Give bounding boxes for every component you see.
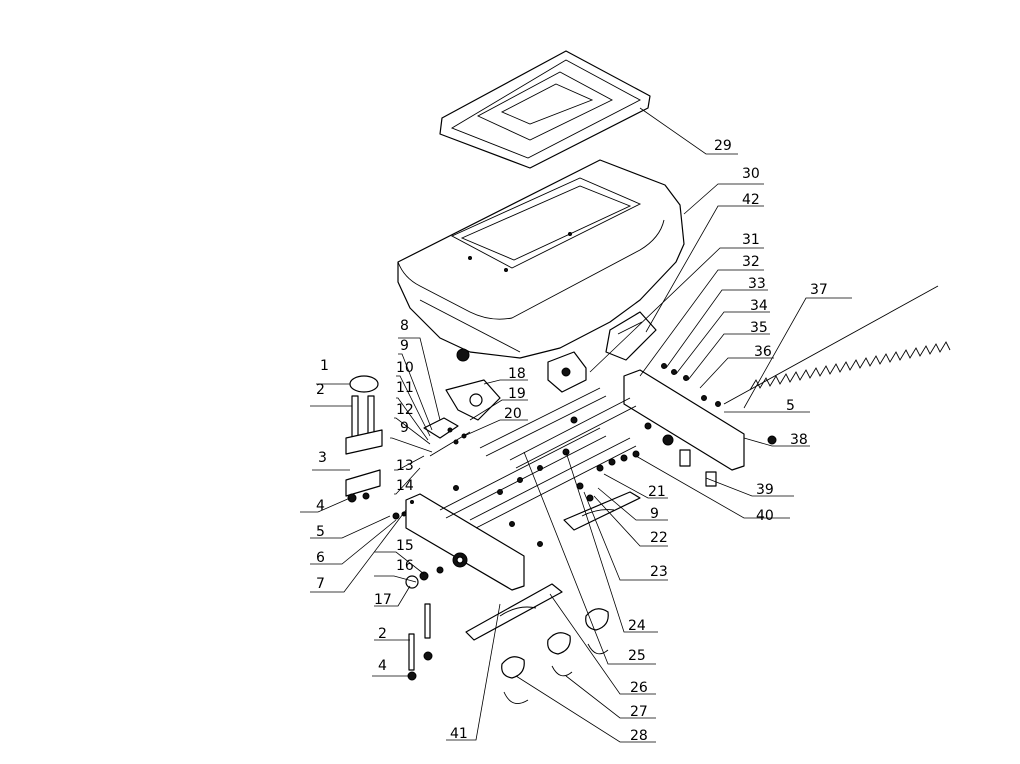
callout-12: 12 xyxy=(396,402,414,418)
callout-1: 1 xyxy=(320,358,329,374)
callout-20: 20 xyxy=(504,406,522,422)
lever-assembly xyxy=(345,375,383,503)
callout-5: 5 xyxy=(316,524,325,540)
callout-10: 10 xyxy=(396,360,414,376)
callout-42: 42 xyxy=(742,192,760,208)
callout-8: 8 xyxy=(400,318,409,334)
callout-41: 41 xyxy=(450,726,468,742)
callout-2: 2 xyxy=(316,382,325,398)
callout-29: 29 xyxy=(714,138,732,154)
callout-36: 36 xyxy=(754,344,772,360)
callout-2: 2 xyxy=(378,626,387,642)
callout-3: 3 xyxy=(318,450,327,466)
callout-21: 21 xyxy=(648,484,666,500)
callout-11: 11 xyxy=(396,380,414,396)
callout-32: 32 xyxy=(742,254,760,270)
gear-bracket xyxy=(445,379,501,421)
auger-shaft xyxy=(723,285,951,405)
cups-and-hoops xyxy=(501,608,609,705)
slide-plate-upper xyxy=(563,491,641,531)
frame-assembly xyxy=(405,369,777,591)
callout-4: 4 xyxy=(378,658,387,674)
callout-4: 4 xyxy=(316,498,325,514)
callout-40: 40 xyxy=(756,508,774,524)
cover-lid xyxy=(439,50,651,169)
callout-5: 5 xyxy=(786,398,795,414)
callout-18: 18 xyxy=(508,366,526,382)
callout-27: 27 xyxy=(630,704,648,720)
bolts-lower xyxy=(407,603,433,681)
callout-22: 22 xyxy=(650,530,668,546)
callout-25: 25 xyxy=(628,648,646,664)
callout-30: 30 xyxy=(742,166,760,182)
callout-39: 39 xyxy=(756,482,774,498)
slide-plate-lower xyxy=(465,583,563,641)
hinge-bracket xyxy=(423,417,471,457)
callout-24: 24 xyxy=(628,618,646,634)
callout-9: 9 xyxy=(400,420,409,436)
callout-35: 35 xyxy=(750,320,768,336)
callout-9: 9 xyxy=(400,338,409,354)
callout-14: 14 xyxy=(396,478,414,494)
callout-31: 31 xyxy=(742,232,760,248)
callout-19: 19 xyxy=(508,386,526,402)
callout-16: 16 xyxy=(396,558,414,574)
callout-38: 38 xyxy=(790,432,808,448)
callout-7: 7 xyxy=(316,576,325,592)
callout-33: 33 xyxy=(748,276,766,292)
callout-34: 34 xyxy=(750,298,768,314)
callout-labels: 1 2 2 3 4 4 5 5 6 7 8 9 9 9 10 11 12 13 … xyxy=(316,138,828,744)
callout-37: 37 xyxy=(810,282,828,298)
callout-28: 28 xyxy=(630,728,648,744)
callout-26: 26 xyxy=(630,680,648,696)
callout-13: 13 xyxy=(396,458,414,474)
callout-9: 9 xyxy=(650,506,659,522)
callout-17: 17 xyxy=(374,592,392,608)
hopper-body xyxy=(397,159,685,362)
callout-15: 15 xyxy=(396,538,414,554)
callout-23: 23 xyxy=(650,564,668,580)
chute xyxy=(605,311,657,361)
motor-bracket xyxy=(547,351,587,393)
leader-lines xyxy=(300,107,852,743)
callout-6: 6 xyxy=(316,550,325,566)
